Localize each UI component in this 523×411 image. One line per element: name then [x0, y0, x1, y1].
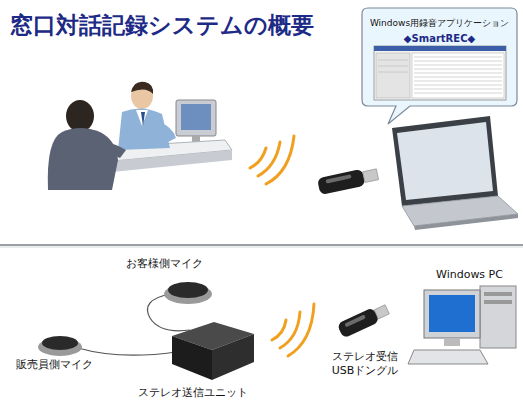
part-label: 販売員側マイク	[16, 358, 93, 372]
laptop	[392, 116, 518, 230]
counter-scene	[48, 82, 232, 190]
usb-dongle	[337, 302, 391, 338]
callout-heading: Windows用録音アプリケーション	[362, 18, 517, 29]
diagram-title: 窓口対話記録システムの概要	[10, 10, 314, 41]
radio-waves	[250, 136, 294, 184]
part-label: ステレオ送信ユニット	[138, 386, 248, 400]
app-screenshot	[374, 46, 506, 100]
app-name: ◆SmartREC◆	[362, 33, 517, 45]
part-label: Windows PC	[436, 268, 503, 282]
callout-box: Windows用録音アプリケーション ◆SmartREC◆	[362, 8, 517, 44]
callout-bubble	[362, 8, 517, 124]
desktop-pc	[408, 286, 516, 364]
transmitter-unit	[172, 322, 254, 380]
part-label: ステレオ受信 USBドングル	[322, 350, 408, 379]
radio-waves	[272, 304, 314, 356]
customer-mic	[164, 282, 212, 304]
staff-mic	[38, 336, 82, 356]
part-label: お客様側マイク	[126, 257, 203, 271]
usb-dongle	[317, 166, 379, 195]
divider	[0, 244, 523, 246]
